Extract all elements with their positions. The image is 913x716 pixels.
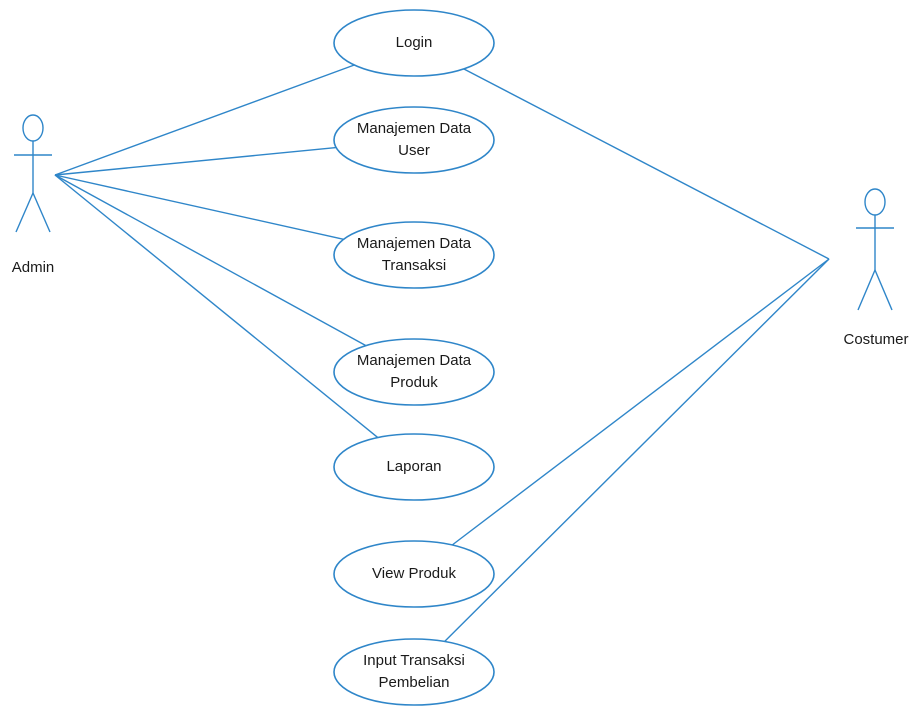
usecase-ellipse bbox=[333, 540, 495, 608]
usecase-label: Input Transaksi bbox=[363, 652, 465, 669]
usecase-view-produk[interactable]: View Produk bbox=[333, 540, 495, 608]
association-admin-login bbox=[54, 64, 355, 176]
usecase-ellipse bbox=[333, 9, 495, 77]
usecase-label: Login bbox=[396, 34, 433, 51]
association-lines bbox=[54, 64, 830, 642]
usecase-ellipse bbox=[333, 221, 495, 289]
usecase-ellipse bbox=[333, 638, 495, 706]
association-admin-manajemen-data-user bbox=[54, 146, 337, 176]
actor-admin[interactable]: Admin bbox=[12, 114, 55, 276]
association-admin-manajemen-data-transaksi bbox=[54, 174, 344, 240]
stick-figure-icon bbox=[14, 114, 52, 233]
association-admin-laporan bbox=[54, 174, 379, 439]
actor-costumer-label: Costumer bbox=[843, 331, 908, 348]
usecase-label: Manajemen Data bbox=[357, 120, 472, 137]
usecase-label: Laporan bbox=[386, 458, 441, 475]
association-customer-view-produk bbox=[451, 258, 830, 546]
usecase-label: Manajemen Data bbox=[357, 235, 472, 252]
association-customer-login bbox=[463, 68, 830, 260]
usecase-label: Produk bbox=[390, 374, 438, 391]
usecase-laporan[interactable]: Laporan bbox=[333, 433, 495, 501]
actor-admin-label: Admin bbox=[12, 259, 55, 276]
association-admin-manajemen-data-produk bbox=[54, 174, 367, 347]
usecase-ellipse bbox=[333, 338, 495, 406]
usecase-ellipse bbox=[333, 433, 495, 501]
usecase-label: Manajemen Data bbox=[357, 352, 472, 369]
actor-costumer[interactable]: Costumer bbox=[843, 188, 909, 348]
stick-figure-icon bbox=[856, 188, 894, 311]
association-customer-input-transaksi-pembelian bbox=[444, 258, 830, 642]
usecase-ellipse bbox=[333, 106, 495, 174]
usecase-login[interactable]: Login bbox=[333, 9, 495, 77]
usecase-label: Transaksi bbox=[382, 257, 446, 274]
usecase-label: View Produk bbox=[372, 565, 456, 582]
usecase-label: User bbox=[398, 142, 430, 159]
usecase-label: Pembelian bbox=[379, 674, 450, 691]
